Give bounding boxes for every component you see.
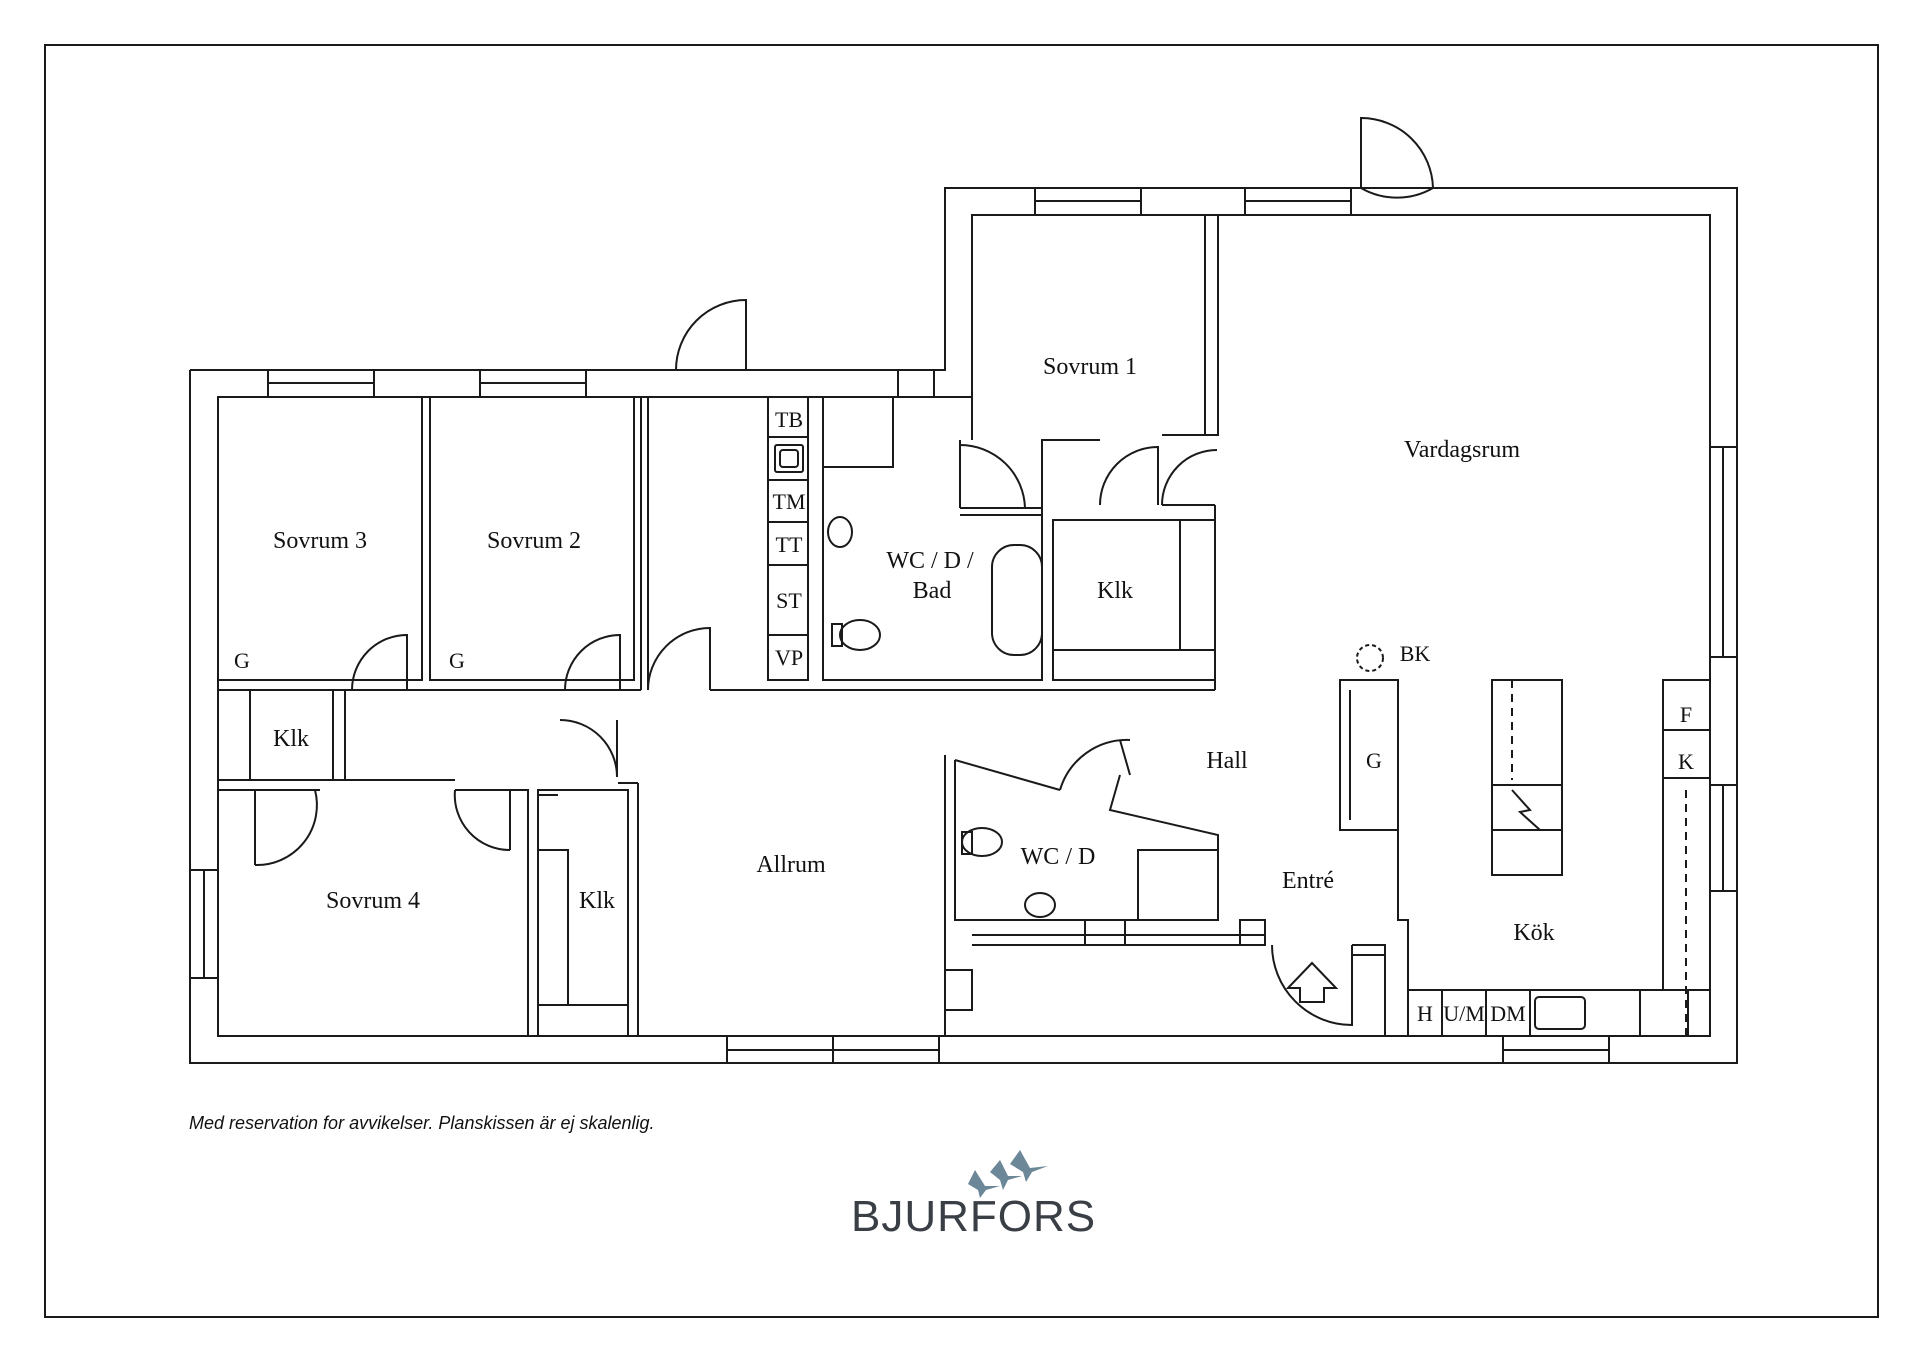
fixture-label-h: H: [1417, 1001, 1433, 1026]
fixtures: [774, 444, 1056, 918]
fixture-label-um: U/M: [1443, 1001, 1485, 1026]
room-label-sovrum1: Sovrum 1: [1043, 354, 1137, 380]
room-label-sovrum3: Sovrum 3: [273, 528, 367, 554]
fixture-label-f: F: [1680, 702, 1692, 727]
fixture-label-bk: BK: [1400, 641, 1431, 666]
room-label-sovrum4: Sovrum 4: [326, 888, 420, 914]
room-label-allrum: Allrum: [756, 852, 826, 878]
fixture-label-st: ST: [776, 588, 802, 613]
doors: [254, 116, 1434, 1027]
fixture-label-vp: VP: [775, 645, 803, 670]
fixture-label-g: G: [1366, 748, 1382, 773]
room-label-klk: Klk: [1097, 578, 1133, 604]
room-label-wc-d-bad-line1: WC / D /: [886, 548, 974, 574]
room-label-hall: Hall: [1206, 748, 1248, 774]
disclaimer-text: Med reservation for avvikelser. Planskis…: [189, 1113, 655, 1133]
room-label-entre: Entré: [1282, 868, 1334, 894]
fixture-label-tm: TM: [773, 489, 806, 514]
interior-walls: [217, 214, 1711, 1037]
fixture-label-tt: TT: [776, 532, 803, 557]
room-label-kok: Kök: [1513, 920, 1554, 946]
page-frame: [44, 44, 1879, 1318]
fixture-label-k: K: [1678, 749, 1694, 774]
fixture-label-g: G: [449, 648, 465, 673]
fixture-label-dm: DM: [1490, 1001, 1525, 1026]
room-label-wc-d: WC / D: [1021, 844, 1096, 870]
fixture-label-tb: TB: [775, 407, 803, 432]
entry-arrow-icon: [1285, 961, 1339, 1003]
room-label-sovrum2: Sovrum 2: [487, 528, 581, 554]
room-label-klk: Klk: [273, 726, 309, 752]
fixture-label-g: G: [234, 648, 250, 673]
brand-wordmark: BJURFORS: [851, 1192, 1097, 1241]
room-label-wc-d-bad-line2: Bad: [913, 578, 952, 604]
room-label-klk: Klk: [579, 888, 615, 914]
room-label-vardagsrum: Vardagsrum: [1404, 437, 1520, 463]
bjurfors-logo-birds-icon: [968, 1150, 1048, 1198]
